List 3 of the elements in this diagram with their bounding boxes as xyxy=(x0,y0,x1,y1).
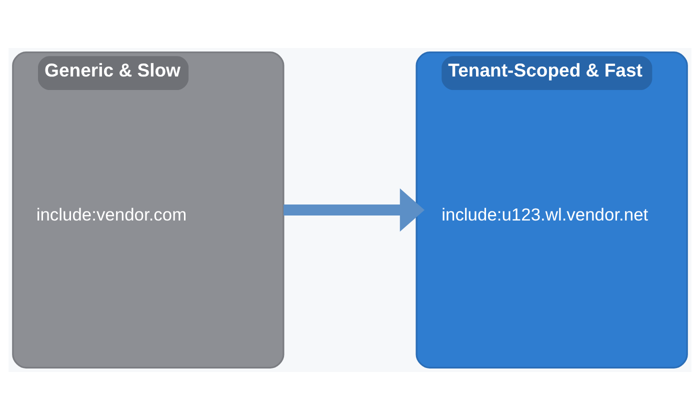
arrow xyxy=(284,188,425,232)
node-box: Generic & Slow include:vendor.com xyxy=(12,52,284,368)
node-box: Tenant-Scoped & Fast include:u123.wl.vendor.net xyxy=(416,52,688,368)
